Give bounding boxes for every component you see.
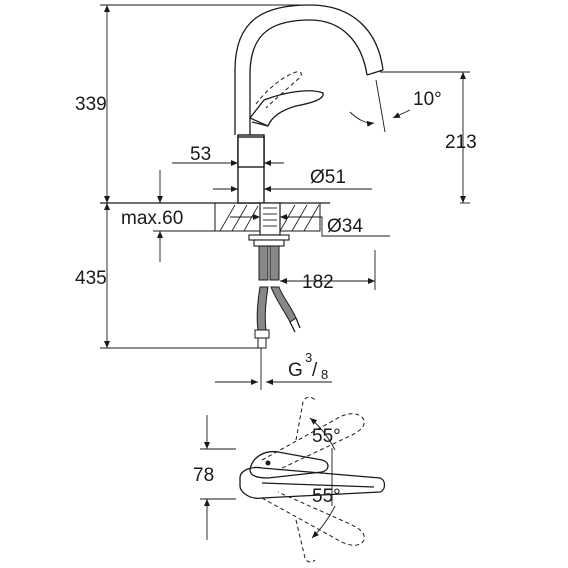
dim-hole-diameter: Ø34 [230, 214, 390, 237]
reach-label: 182 [302, 272, 334, 293]
lever-height-label: 78 [193, 465, 214, 486]
lever-pivot-dot [265, 460, 271, 466]
body-diameter-label: Ø51 [310, 167, 346, 188]
connection-den-label: 8 [321, 367, 328, 382]
lever-raised-outline [255, 71, 302, 109]
lever-handle [248, 90, 324, 127]
total-height-label: 339 [75, 94, 107, 115]
lever-angle-top-label: 55° [312, 426, 341, 447]
top-view [239, 396, 386, 563]
dim-lever-height: 78 [193, 415, 236, 540]
connection-slash: / [312, 360, 318, 381]
angle-label: 10° [413, 89, 442, 110]
max-counter-label: max.60 [121, 208, 183, 229]
angle-annotation: 10° [349, 79, 442, 133]
dim-lever-angle-bottom: 55° [311, 486, 341, 539]
dim-max-counter: max.60 [121, 170, 215, 262]
dim-reach: 182 [280, 250, 376, 293]
dim-body-diameter: Ø51 [213, 167, 372, 192]
lever-angle-bottom-label: 55° [312, 486, 341, 507]
dim-lever-angle-top: 55° [309, 417, 341, 451]
dim-spout-height: 213 [380, 71, 477, 204]
spout-height-label: 213 [445, 132, 477, 153]
dim-total-height: 339 [75, 4, 310, 203]
dim-body-offset: 53 [172, 135, 284, 172]
connection-num-label: 3 [305, 350, 312, 365]
connection-g-label: G [288, 360, 303, 381]
body-offset-label: 53 [190, 144, 211, 165]
faucet-body [234, 4, 384, 204]
dim-hose-length: 435 [75, 203, 258, 349]
hose-length-label: 435 [75, 268, 107, 289]
dim-connection: G 3 / 8 [215, 350, 332, 385]
hole-diameter-label: Ø34 [327, 216, 363, 237]
